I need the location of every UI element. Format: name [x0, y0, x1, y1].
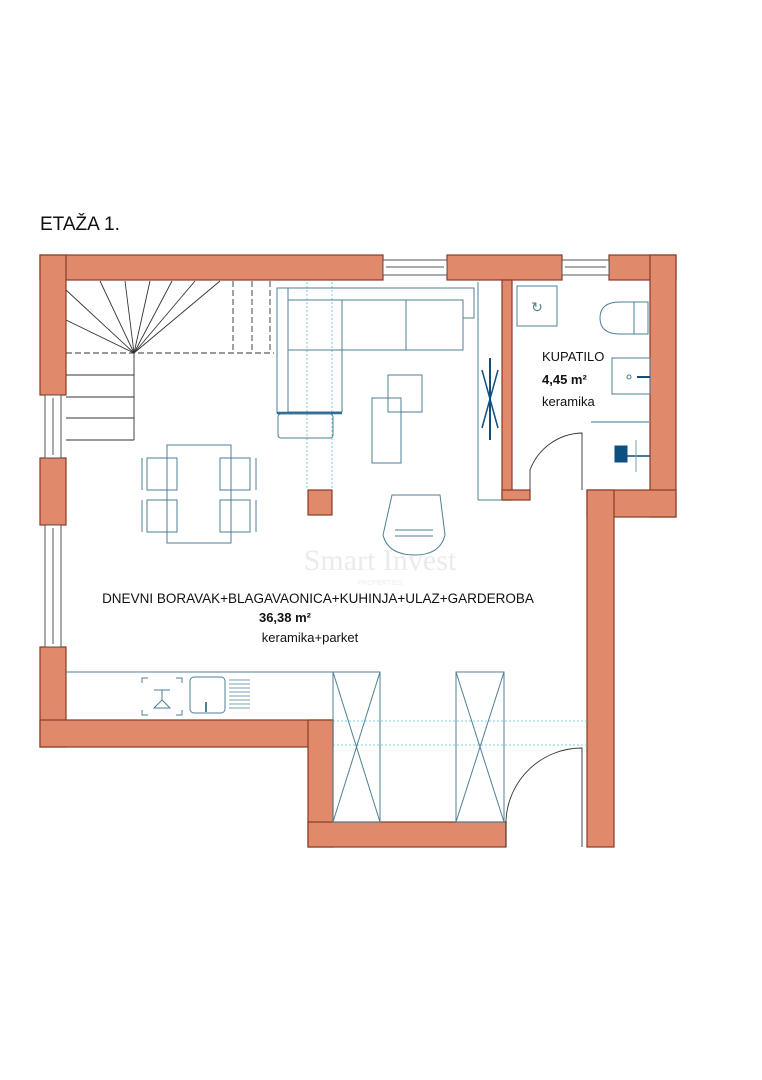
drainer: [229, 679, 250, 709]
walls: [39, 254, 677, 848]
washing-machine-icon: ↻: [531, 299, 543, 315]
floor-title: ETAŽA 1.: [40, 213, 120, 235]
toilet: [599, 301, 649, 335]
svg-text:Smart Invest: Smart Invest: [304, 544, 457, 577]
coffee-tables: [371, 374, 423, 464]
bathroom-label: KUPATILO: [542, 349, 604, 364]
bathroom-door[interactable]: [529, 432, 583, 490]
windows: [44, 259, 610, 648]
kitchen-counter: [66, 671, 333, 716]
wall-bottom-left: [39, 719, 334, 748]
dining-table-set: [141, 444, 257, 544]
wall-top-left: [39, 254, 384, 281]
wardrobes: [332, 671, 505, 823]
wall-bathroom-left: [501, 279, 513, 501]
sink: [189, 676, 226, 714]
living-room-label: DNEVNI BORAVAK+BLAGAVAONICA+KUHINJA+ULAZ…: [102, 591, 534, 606]
bathroom-flooring: keramika: [542, 394, 596, 409]
radiator-fixture: [481, 358, 499, 440]
wall-top-middle: [446, 254, 563, 281]
sofa: [276, 287, 475, 439]
staircase: [65, 280, 274, 441]
living-room-area: 36,38 m²: [259, 610, 312, 625]
wall-bathroom-bottom-left: [501, 489, 531, 501]
living-room-flooring: keramika+parket: [262, 630, 359, 645]
watermark-logo: Smart Invest PROPERTIES: [304, 544, 457, 587]
stove: [141, 677, 183, 716]
washing-machine: [516, 285, 558, 327]
bathroom-area: 4,45 m²: [542, 372, 587, 387]
pillar: [307, 489, 333, 516]
wall-bathroom-right: [649, 254, 677, 518]
bathroom-fixtures: ↻: [477, 282, 651, 501]
wall-right: [586, 489, 615, 848]
svg-text:PROPERTIES: PROPERTIES: [358, 580, 403, 587]
armchair: [382, 494, 446, 556]
shower-head: [614, 445, 628, 463]
wall-left-top: [39, 254, 67, 396]
wall-bottom: [307, 821, 507, 848]
wall-left-middle: [39, 457, 67, 526]
entrance-door[interactable]: [505, 747, 583, 847]
